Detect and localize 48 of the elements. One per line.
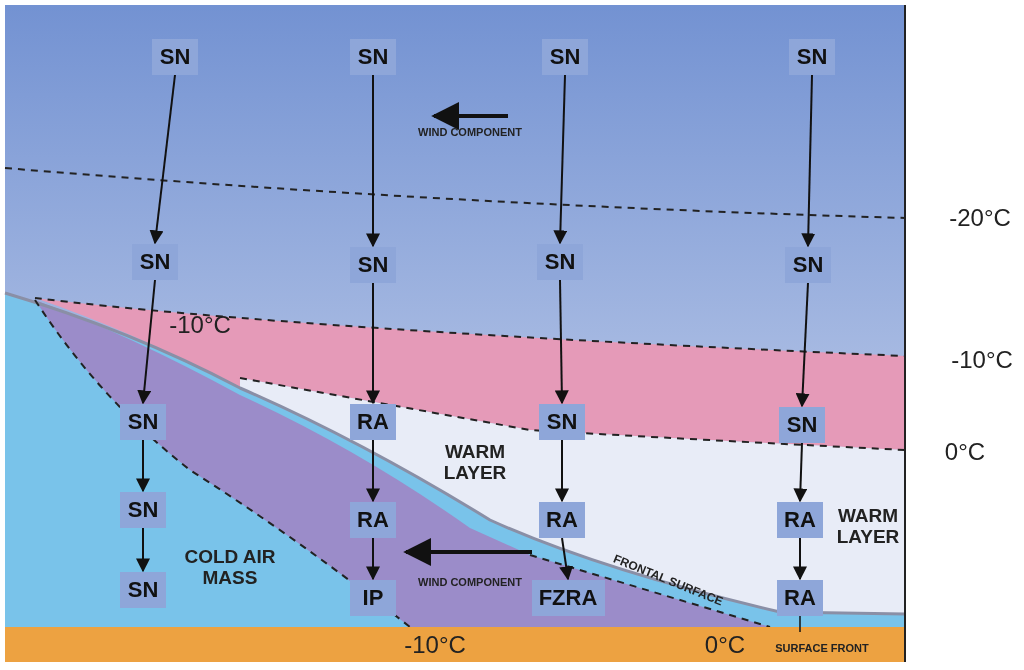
arrow [366,282,380,405]
temperature-label: -10°C [950,347,1014,374]
precipitation-type-box: SN [152,39,198,75]
arrow [136,527,150,573]
precipitation-type-box: FZRA [531,580,605,616]
precipitation-type-box: SN [120,572,166,608]
arrow [553,74,568,245]
air-mass-label: COLD AIR MASS [183,547,277,589]
temperature-label: -10°C [168,312,232,339]
arrow [559,537,574,581]
precipitation-type-box: SN [539,404,585,440]
precipitation-type-box: SN [542,39,588,75]
temperature-label: 0°C [943,439,987,466]
precipitation-type-box: SN [789,39,835,75]
precipitation-type-box: RA [777,580,823,616]
arrow [366,537,380,581]
arrow [793,537,807,581]
precipitation-type-box: SN [350,247,396,283]
temperature-label: -10°C [403,632,467,659]
precipitation-type-box: SN [120,404,166,440]
arrow [366,439,380,503]
precipitation-type-box: SN [537,244,583,280]
precipitation-type-box: SN [350,39,396,75]
precipitation-type-box: RA [777,502,823,538]
arrow [366,74,380,248]
arrow [795,282,810,408]
precipitation-type-box: RA [539,502,585,538]
precipitation-type-box: SN [779,407,825,443]
arrow [136,439,150,493]
precipitation-type-box: RA [350,404,396,440]
precipitation-type-box: SN [785,247,831,283]
arrow [554,279,569,405]
surface-front-label: SURFACE FRONT [774,642,870,655]
arrow [801,74,816,248]
wind-label: WIND COMPONENT [417,126,523,139]
arrow [149,74,176,245]
arrow [793,442,808,503]
precipitation-type-box: IP [350,580,396,616]
precipitation-type-box: SN [120,492,166,528]
temperature-label: -20°C [948,205,1012,232]
layer-label: WARM LAYER [835,506,901,548]
precipitation-type-box: SN [132,244,178,280]
arrow [555,439,569,503]
arrow [137,279,156,405]
wind-label: WIND COMPONENT [417,576,523,589]
precipitation-type-box: RA [350,502,396,538]
layer-label: WARM LAYER [442,442,508,484]
temperature-label: 0°C [703,632,747,659]
